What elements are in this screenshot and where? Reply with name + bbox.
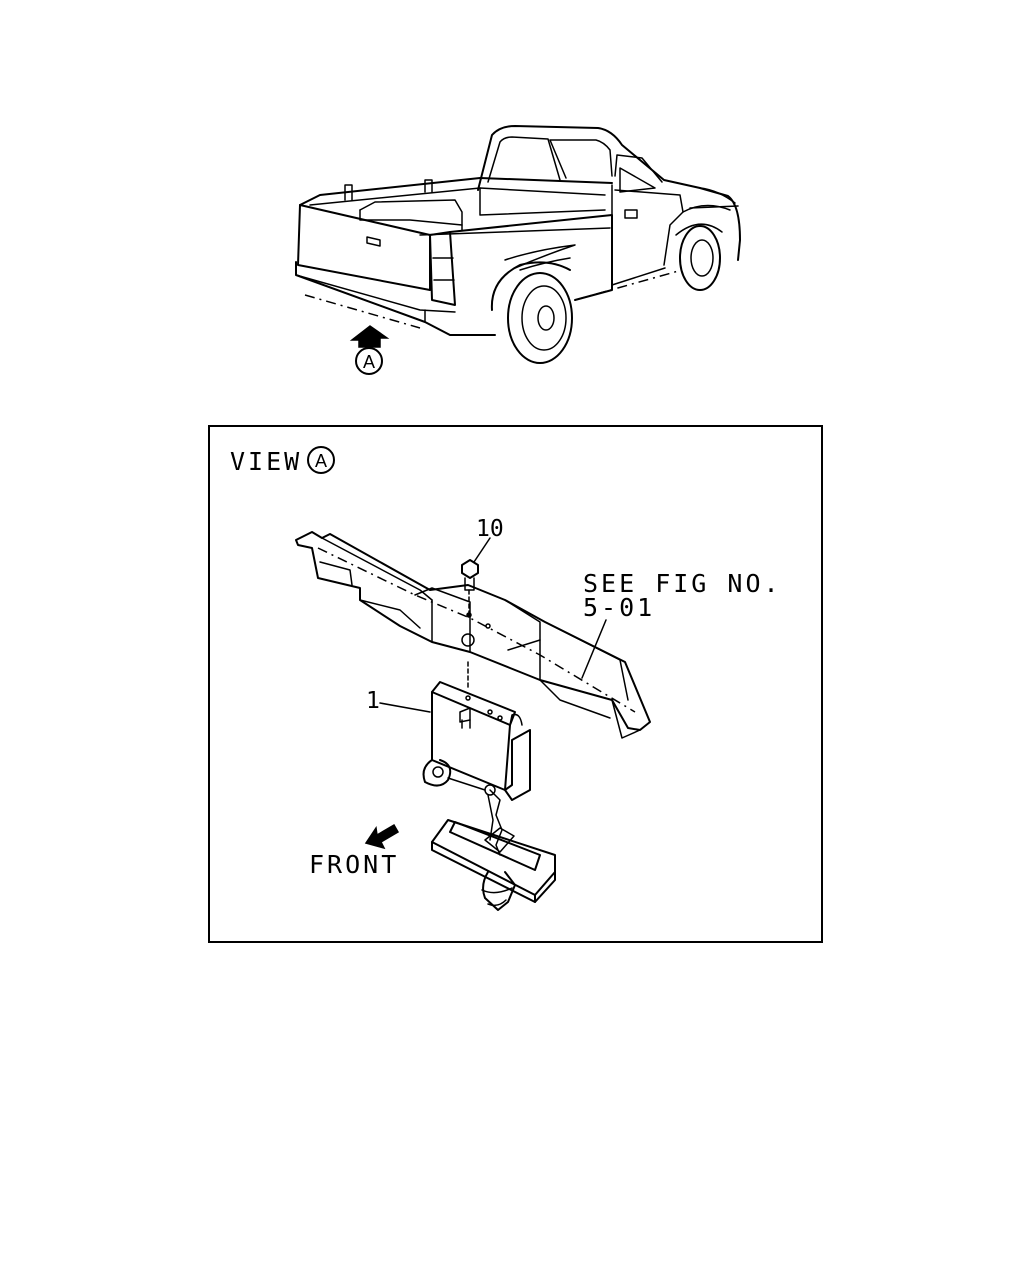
view-frame [208,425,823,943]
reference-text-line2: 5-01 [583,593,655,622]
view-title-marker: A [307,446,335,474]
frame-crossmember [295,531,651,739]
view-marker-label: A [363,352,375,372]
pickup-truck-illustration [295,125,741,364]
reference-text-line1: SEE FIG NO. [583,569,782,598]
front-direction-label: FRONT [309,850,399,879]
view-marker-circle: A [355,347,383,375]
spare-tire-hanger-part-1 [422,661,531,856]
view-title: VIEW [230,447,302,476]
bolt-part-10 [461,559,479,618]
front-direction-arrow-icon [364,823,400,850]
hanger-callout-label: 1 [366,688,380,714]
view-arrow-icon [349,325,390,348]
view-title-marker-label: A [315,451,327,471]
tire-retainer-plate [431,819,556,911]
